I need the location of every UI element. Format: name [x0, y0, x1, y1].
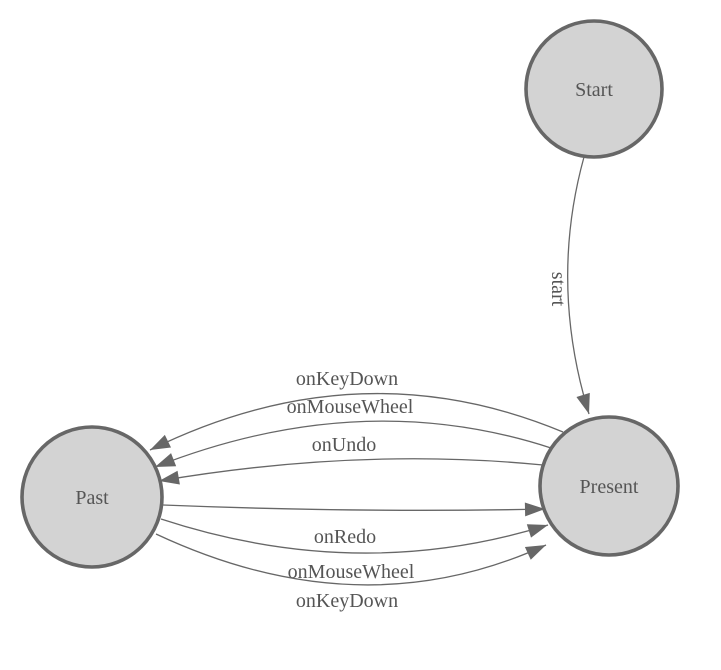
node-past: Past	[20, 425, 164, 569]
node-past-label: Past	[75, 487, 109, 509]
node-present: Present	[538, 415, 680, 557]
edge-past-to-present-onmousewheel	[160, 518, 549, 554]
node-start-label: Start	[575, 79, 613, 101]
edge-past-to-present-onredo	[162, 502, 546, 517]
edge-past-to-present-onmousewheel-label: onMouseWheel	[288, 561, 415, 583]
edge-present-to-past-onkeydown-label: onKeyDown	[296, 368, 398, 390]
edge-present-to-past-onmousewheel-label: onMouseWheel	[287, 396, 414, 418]
node-start-circle	[524, 19, 664, 159]
edge-start-to-present-start	[567, 156, 590, 415]
node-start: Start	[524, 19, 664, 159]
edge-present-to-past-onundo	[158, 458, 544, 485]
edge-past-to-present-onkeydown-label: onKeyDown	[296, 590, 398, 612]
edge-present-to-past-onundo-label: onUndo	[312, 434, 376, 456]
edge-past-to-present-onkeydown	[155, 533, 547, 586]
node-past-circle	[20, 425, 164, 569]
node-present-circle	[538, 415, 680, 557]
edge-present-to-past-onkeydown	[149, 393, 564, 451]
edge-present-to-past-onmousewheel	[154, 420, 552, 468]
edge-start-to-present-start-label: start	[547, 272, 569, 307]
node-present-label: Present	[580, 476, 639, 498]
edge-past-to-present-onredo-label: onRedo	[314, 526, 376, 548]
